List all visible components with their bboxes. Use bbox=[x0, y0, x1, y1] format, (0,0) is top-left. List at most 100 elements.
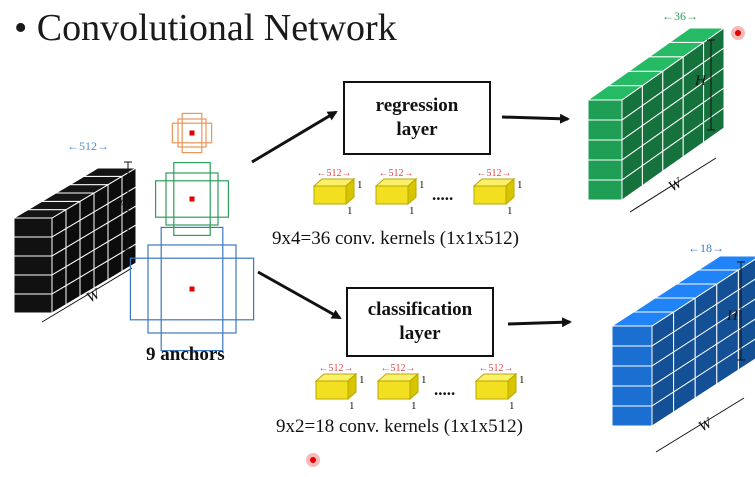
anchor-square bbox=[177, 118, 207, 148]
regression-caption: 9x4=36 conv. kernels (1x1x512) bbox=[272, 228, 519, 249]
kernel-front bbox=[375, 185, 409, 205]
anchor-square bbox=[147, 244, 237, 334]
anchor-center bbox=[189, 196, 195, 202]
kernel-front bbox=[473, 185, 507, 205]
anchor-tall bbox=[173, 162, 211, 237]
anchor-tall bbox=[160, 226, 224, 352]
kernel-side-label: 1 bbox=[517, 179, 523, 191]
kernel-side-label: 1 bbox=[421, 374, 427, 386]
kernel-ellipsis: ..... bbox=[432, 185, 453, 204]
cell-front bbox=[587, 99, 623, 121]
anchor-wide bbox=[171, 122, 213, 144]
anchor-center bbox=[189, 286, 195, 292]
kernel: ←512→ 1 1 bbox=[312, 168, 363, 217]
kernel-front bbox=[313, 185, 347, 205]
arrow-to-classification bbox=[257, 270, 342, 320]
kernel-bottom-label: 1 bbox=[509, 400, 515, 412]
cell-front bbox=[13, 236, 53, 257]
kernel-depth-label: ←512→ bbox=[317, 168, 352, 179]
kernel-depth-label: ←512→ bbox=[479, 363, 514, 374]
kernel-bottom-label: 1 bbox=[507, 205, 513, 217]
anchors-label: 9 anchors bbox=[146, 344, 225, 365]
regression-output-width-label: W bbox=[666, 175, 686, 196]
regression-output-dimensions bbox=[629, 39, 717, 213]
kernel-bottom-label: 1 bbox=[411, 400, 417, 412]
classification-kernels: ←512→ 1 1 ←512→ 1 1 ←512→ 1 1..... bbox=[314, 363, 525, 412]
cell-side bbox=[737, 318, 755, 351]
kernel: ←512→ 1 1 bbox=[472, 168, 523, 217]
cell-side bbox=[737, 298, 755, 331]
kernel-depth-label: ←512→ bbox=[379, 168, 414, 179]
kernel-front bbox=[475, 380, 509, 400]
kernel-bottom-label: 1 bbox=[347, 205, 353, 217]
cell-front bbox=[13, 274, 53, 295]
regression-layer-line2: layer bbox=[396, 119, 438, 140]
cell-front bbox=[611, 405, 653, 427]
anchor-wide bbox=[155, 180, 230, 218]
input-feature-map bbox=[12, 167, 138, 314]
arrow-regression-output bbox=[501, 113, 570, 124]
classification-layer-line2: layer bbox=[399, 323, 441, 344]
kernel-side-label: 1 bbox=[359, 374, 365, 386]
feature-map-height-label: H bbox=[117, 198, 130, 214]
kernel: ←512→ 1 1 bbox=[474, 363, 525, 412]
feature-map-width-dimension bbox=[41, 267, 133, 323]
cell-front bbox=[13, 293, 53, 314]
cell-side bbox=[737, 338, 755, 371]
anchor-boxes bbox=[129, 112, 255, 352]
kernel-front bbox=[377, 380, 411, 400]
cell-side bbox=[737, 278, 755, 311]
cell-front bbox=[587, 179, 623, 201]
cell-front bbox=[611, 385, 653, 407]
kernel-side-label: 1 bbox=[519, 374, 525, 386]
regression-output-height-label: H bbox=[694, 73, 707, 89]
pointer-dot-bottom bbox=[306, 453, 320, 467]
cell-front bbox=[587, 139, 623, 161]
cell-front bbox=[13, 217, 53, 238]
anchor-group bbox=[155, 162, 230, 237]
cell-side bbox=[703, 107, 725, 144]
pointer-dot-top-right bbox=[731, 26, 745, 40]
cell-front bbox=[587, 159, 623, 181]
classification-output-dimensions bbox=[655, 261, 745, 453]
kernel: ←512→ 1 1 bbox=[376, 363, 427, 412]
slide-title: • Convolutional Network bbox=[14, 7, 397, 49]
regression-output-map bbox=[586, 27, 726, 201]
kernel-ellipsis: ..... bbox=[434, 380, 455, 399]
kernel-side-label: 1 bbox=[357, 179, 363, 191]
anchor-wide bbox=[129, 257, 255, 321]
regression-kernels: ←512→ 1 1 ←512→ 1 1 ←512→ 1 1..... bbox=[312, 168, 523, 217]
classification-output-depth-label: ←18→ bbox=[688, 241, 724, 255]
classification-output-map bbox=[610, 255, 755, 427]
regression-layer-line1: regression bbox=[375, 95, 459, 116]
arrow-classification-output bbox=[507, 317, 572, 328]
kernel-bottom-label: 1 bbox=[349, 400, 355, 412]
cell-front bbox=[587, 119, 623, 141]
classification-output-height-label: H bbox=[726, 308, 739, 324]
cell-side bbox=[121, 243, 137, 273]
kernel-depth-label: ←512→ bbox=[477, 168, 512, 179]
kernel-depth-label: ←512→ bbox=[381, 363, 416, 374]
cell-front bbox=[611, 365, 653, 387]
anchor-center bbox=[189, 130, 195, 136]
kernel-front bbox=[315, 380, 349, 400]
anchor-square bbox=[165, 172, 219, 226]
regression-layer-box: regression layer bbox=[343, 81, 491, 155]
classification-layer-box: classification layer bbox=[346, 287, 494, 357]
feature-map-height-dimension bbox=[124, 161, 132, 251]
kernel: ←512→ 1 1 bbox=[314, 363, 365, 412]
cell-front bbox=[13, 255, 53, 276]
kernel-side-label: 1 bbox=[419, 179, 425, 191]
kernel-depth-label: ←512→ bbox=[319, 363, 354, 374]
cell-top bbox=[668, 27, 726, 43]
arrow-to-regression bbox=[251, 110, 338, 164]
anchor-group bbox=[129, 226, 255, 352]
kernel-bottom-label: 1 bbox=[409, 205, 415, 217]
cell-front bbox=[611, 325, 653, 347]
classification-caption: 9x2=18 conv. kernels (1x1x512) bbox=[276, 416, 523, 437]
regression-output-depth-label: ←36→ bbox=[662, 9, 698, 23]
anchor-tall bbox=[181, 112, 203, 154]
kernel: ←512→ 1 1 bbox=[374, 168, 425, 217]
classification-layer-line1: classification bbox=[367, 299, 473, 320]
